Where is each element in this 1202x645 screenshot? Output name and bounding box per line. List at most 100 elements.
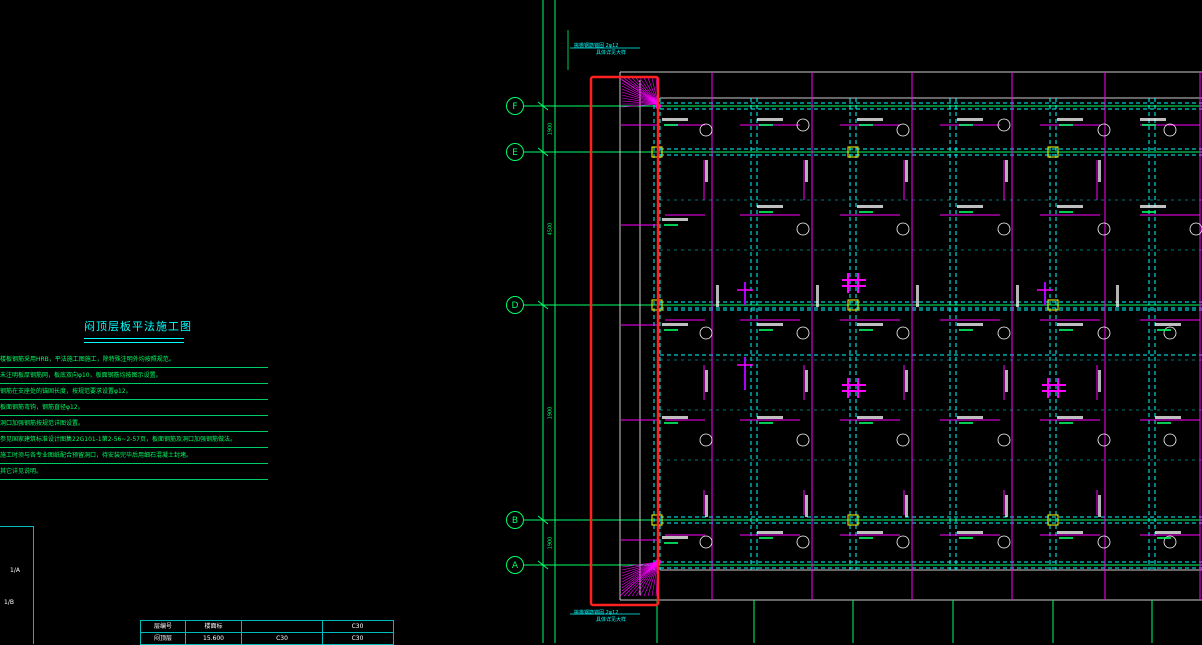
rebar-annotation (1016, 285, 1019, 307)
dimension-text: 4500 (547, 222, 554, 236)
slab-label-circle (1097, 535, 1111, 549)
table-cell: 层编号 (141, 621, 186, 632)
note-line: 未注明板厚钢筋网，板底双向φ10，板面钢筋均按图示设置。 (0, 368, 268, 384)
slab-label-circle (997, 118, 1011, 132)
note-line: 板面钢筋弯钩，钢筋直径φ12。 (0, 400, 268, 416)
slab-label-circle (997, 433, 1011, 447)
rebar-annotation (705, 160, 708, 182)
note-line: 钢筋在支座处的锚固长度，按规范要求设置φ12。 (0, 384, 268, 400)
rebar-annotation (1057, 205, 1083, 208)
slab-label-circle (1097, 222, 1111, 236)
rebar-annotation (757, 416, 783, 419)
rebar-annotation (757, 531, 783, 534)
fan-rebar (621, 561, 659, 574)
fan-rebar (639, 561, 659, 597)
rebar-annotation (759, 211, 773, 213)
axis-bubble-a[interactable]: A (506, 556, 524, 574)
fan-rebar (621, 97, 659, 105)
rebar-annotation (1157, 422, 1171, 424)
note-line: 楼板钢筋采用HRB，平法施工图施工，除特殊注明外均按照规范。 (0, 352, 268, 368)
fan-rebar (621, 561, 659, 592)
rebar-annotation (664, 329, 678, 331)
rebar-annotation (959, 211, 973, 213)
title-underline (84, 338, 184, 343)
axis-bubble-d[interactable]: D (506, 296, 524, 314)
slab-label-circle (1097, 123, 1111, 137)
fan-rebar (621, 94, 659, 105)
rebar-annotation (857, 205, 883, 208)
rebar-annotation (1098, 495, 1101, 517)
fan-rebar (621, 88, 659, 105)
rebar-annotation (1059, 211, 1073, 213)
rebar-annotation (859, 329, 873, 331)
rebar-annotation (857, 323, 883, 326)
rebar-annotation (1057, 118, 1083, 121)
fan-rebar (621, 103, 659, 108)
rebar-annotation (857, 416, 883, 419)
fan-rebar (621, 561, 659, 595)
fan-rebar (635, 77, 659, 105)
slab-label-circle (796, 433, 810, 447)
rebar-annotation (957, 118, 983, 121)
rebar-annotation (1059, 537, 1073, 539)
rebar-annotation (805, 370, 808, 392)
rebar-annotation (662, 218, 688, 221)
rebar-annotation (1005, 160, 1008, 182)
rebar-annotation (1116, 285, 1119, 307)
rebar-annotation (957, 205, 983, 208)
slab-label-circle (1097, 433, 1111, 447)
fan-rebar (643, 561, 659, 597)
slab-label-circle (997, 222, 1011, 236)
dimension-tick (537, 147, 549, 157)
rebar-annotation (1005, 495, 1008, 517)
table-row: 层编号 楼面标 C30 (141, 621, 393, 633)
rebar-annotation (664, 422, 678, 424)
rebar-annotation (1157, 329, 1171, 331)
rebar-annotation (662, 536, 688, 539)
dimension-tick (537, 101, 549, 111)
table-cell: 楼面标 (186, 621, 242, 632)
table-row: 闷顶层 15.600 C30 C30 (141, 633, 393, 645)
rebar-annotation (662, 118, 688, 121)
slab-label-circle (796, 222, 810, 236)
rebar-annotation (759, 422, 773, 424)
axis-bubble-b[interactable]: B (506, 511, 524, 529)
dimension-text: 1900 (547, 122, 554, 136)
rebar-annotation (957, 531, 983, 534)
dimension-text: 1900 (547, 536, 554, 550)
detail-label: 1/A (10, 567, 20, 574)
rebar-annotation (1155, 323, 1181, 326)
slab-label-circle (1163, 535, 1177, 549)
rebar-annotation (859, 211, 873, 213)
slab-label-circle (796, 118, 810, 132)
axis-bubble-e[interactable]: E (506, 143, 524, 161)
rebar-annotation (959, 329, 973, 331)
slab-label-circle (699, 326, 713, 340)
drawing-title: 闷顶层板平法施工图 (84, 320, 192, 333)
rebar-annotation (664, 542, 678, 544)
rebar-annotation (759, 124, 773, 126)
slab-label-circle (896, 123, 910, 137)
column (1047, 299, 1059, 311)
fan-rebar (621, 85, 659, 105)
table-cell: C30 (351, 623, 364, 630)
slab-label-circle (1097, 326, 1111, 340)
rebar-annotation (1142, 211, 1156, 213)
callout-bottom: 挑檐钢筋锚固 2φ12 (574, 610, 619, 616)
table-cell: 闷顶层 (141, 633, 186, 644)
rebar-annotation (959, 537, 973, 539)
rebar-annotation (662, 323, 688, 326)
detail-label: 1/B (4, 599, 14, 606)
rebar-annotation (1140, 205, 1166, 208)
rebar-annotation (662, 416, 688, 419)
axis-bubble-f[interactable]: F (506, 97, 524, 115)
fan-rebar (635, 561, 659, 597)
fan-rebar (621, 561, 659, 589)
fan-rebar (621, 561, 659, 571)
rebar-annotation (1157, 537, 1171, 539)
slab-label-circle (896, 535, 910, 549)
dimension-text: 1900 (547, 406, 554, 420)
rebar-annotation (759, 329, 773, 331)
table-cell: C30 (242, 633, 323, 644)
